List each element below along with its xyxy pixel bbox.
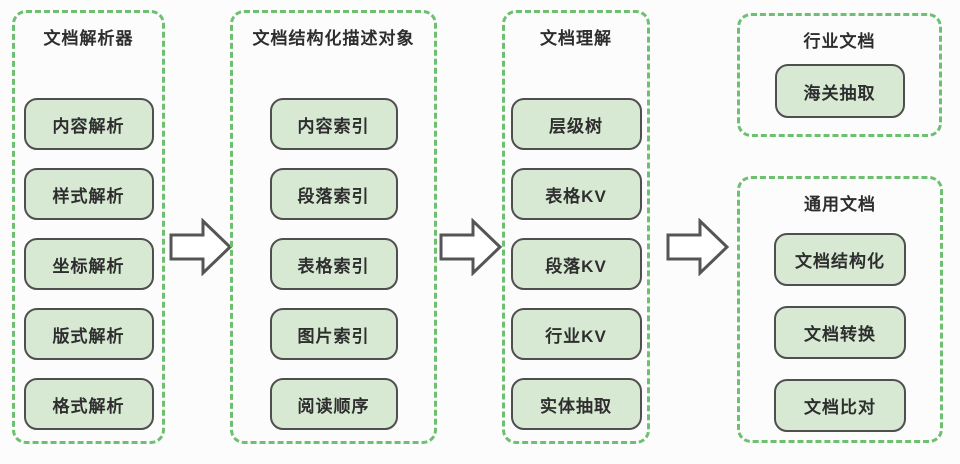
right-arrow-icon: [169, 218, 233, 276]
group-title: 文档解析器: [43, 29, 134, 48]
group-structured-description: 文档结构化描述对象 内容索引 段落索引 表格索引 图片索引 阅读顺序: [230, 10, 437, 444]
right-arrow-icon: [439, 218, 503, 276]
node-customs-extraction: 海关抽取: [774, 64, 905, 118]
node-style-parse: 样式解析: [23, 168, 154, 220]
node-list: 层级树 表格KV 段落KV 行业KV 实体抽取: [505, 98, 647, 430]
group-title: 通用文档: [804, 195, 876, 214]
node-doc-structuring: 文档结构化: [774, 233, 906, 286]
node-doc-comparison: 文档比对: [774, 379, 906, 432]
node-table-index: 表格索引: [269, 238, 398, 290]
group-industry-documents: 行业文档 海关抽取: [737, 13, 942, 137]
node-content-index: 内容索引: [269, 98, 398, 150]
node-format-parse: 格式解析: [23, 378, 154, 430]
group-general-documents: 通用文档 文档结构化 文档转换 文档比对: [737, 176, 943, 443]
node-image-index: 图片索引: [269, 308, 398, 360]
node-list: 内容索引 段落索引 表格索引 图片索引 阅读顺序: [233, 98, 434, 430]
node-table-kv: 表格KV: [510, 168, 642, 220]
group-title: 行业文档: [803, 32, 876, 51]
node-doc-conversion: 文档转换: [774, 306, 906, 359]
node-list: 海关抽取: [740, 64, 939, 118]
node-list: 内容解析 样式解析 坐标解析 版式解析 格式解析: [15, 98, 162, 430]
node-paragraph-kv: 段落KV: [510, 238, 642, 290]
node-list: 文档结构化 文档转换 文档比对: [740, 233, 940, 432]
node-hierarchy-tree: 层级树: [510, 98, 642, 150]
group-title: 文档理解: [540, 29, 612, 48]
node-paragraph-index: 段落索引: [269, 168, 398, 220]
node-coord-parse: 坐标解析: [23, 238, 154, 290]
node-industry-kv: 行业KV: [510, 308, 642, 360]
node-reading-order: 阅读顺序: [269, 378, 398, 430]
node-layout-parse: 版式解析: [23, 308, 154, 360]
node-entity-extraction: 实体抽取: [510, 378, 642, 430]
group-document-parser: 文档解析器 内容解析 样式解析 坐标解析 版式解析 格式解析: [12, 10, 165, 444]
group-document-understanding: 文档理解 层级树 表格KV 段落KV 行业KV 实体抽取: [502, 10, 650, 444]
group-title: 文档结构化描述对象: [252, 29, 415, 48]
node-content-parse: 内容解析: [23, 98, 154, 150]
right-arrow-icon: [666, 218, 730, 276]
